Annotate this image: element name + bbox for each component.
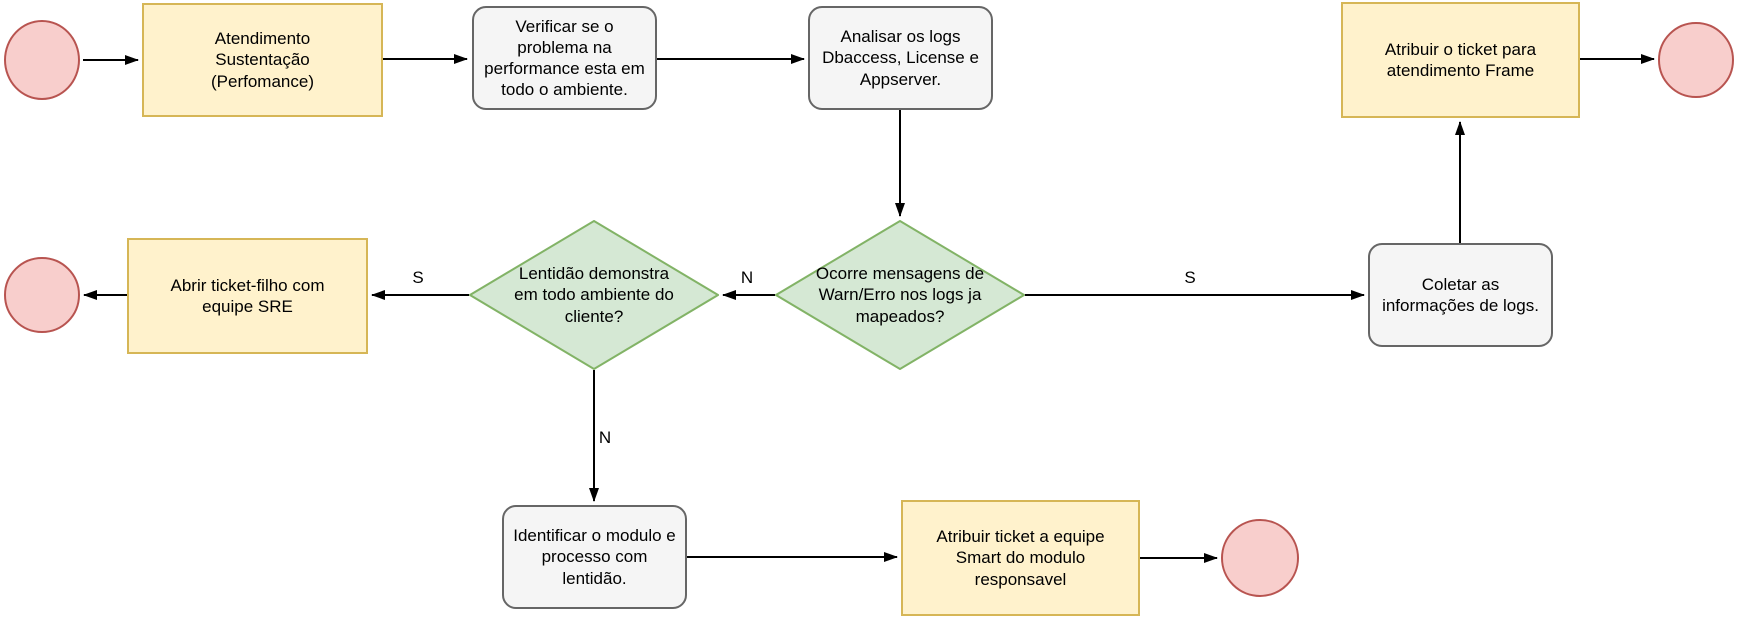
edge-label-ocorre-yes: S — [1184, 268, 1196, 287]
task-atribuir-ticket-frame: Atribuir o ticket para atendimento Frame — [1341, 2, 1580, 118]
decision-ocorre-warn-erro: Ocorre mensagens de Warn/Erro nos logs j… — [775, 220, 1025, 370]
process-analisar-logs: Analisar os logs Dbaccess, License e App… — [808, 6, 993, 110]
end-node-left — [4, 257, 80, 333]
task-abrir-ticket-filho-sre: Abrir ticket-filho com equipe SRE — [127, 238, 368, 354]
edge-label-ocorre-no: N — [740, 268, 754, 287]
end-node-bottom — [1221, 519, 1299, 597]
start-node — [4, 20, 80, 100]
decision-lentidao-todo-ambiente: Lentidão demonstra em todo ambiente do c… — [469, 220, 719, 370]
diamond-shape — [469, 220, 719, 370]
edge-label-lentidao-no: N — [598, 428, 612, 447]
process-verificar-problema: Verificar se o problema na performance e… — [472, 6, 657, 110]
task-atendimento-sustentacao: Atendimento Sustentação (Perfomance) — [142, 3, 383, 117]
flow-edges — [83, 54, 1655, 563]
task-atribuir-ticket-smart: Atribuir ticket a equipe Smart do modulo… — [901, 500, 1140, 616]
process-label: Verificar se o problema na performance e… — [484, 16, 645, 100]
process-label: Identificar o modulo e processo com lent… — [513, 526, 676, 588]
decision-label: Lentidão demonstra em todo ambiente do c… — [514, 264, 674, 326]
process-label: Analisar os logs Dbaccess, License e App… — [822, 27, 979, 89]
task-label: Atribuir o ticket para atendimento Frame — [1384, 39, 1537, 80]
process-coletar-informacoes-logs: Coletar as informações de logs. — [1368, 243, 1553, 347]
decision-label: Ocorre mensagens de Warn/Erro nos logs j… — [815, 264, 985, 326]
edge-label-lentidao-yes: S — [412, 268, 424, 287]
task-label: Atendimento Sustentação (Perfomance) — [211, 29, 314, 91]
task-label: Atribuir ticket a equipe Smart do modulo… — [936, 527, 1105, 589]
task-label: Abrir ticket-filho com equipe SRE — [170, 275, 325, 316]
process-label: Coletar as informações de logs. — [1382, 274, 1539, 315]
process-identificar-modulo: Identificar o modulo e processo com lent… — [502, 505, 687, 609]
diamond-shape — [775, 220, 1025, 370]
end-node-top-right — [1658, 22, 1734, 98]
